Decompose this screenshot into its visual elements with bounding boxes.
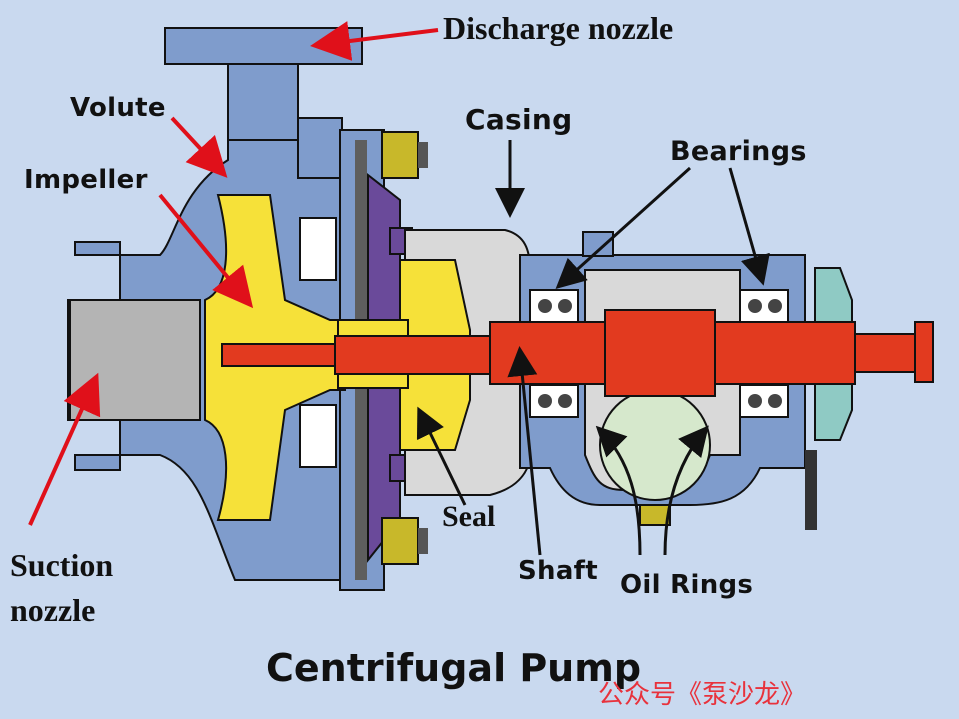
shaft <box>221 309 934 397</box>
label-seal: Seal <box>442 500 496 533</box>
watermark: 公众号《泵沙龙》 <box>598 680 807 710</box>
callout-arrows <box>28 21 770 556</box>
label-volute: Volute <box>70 93 166 123</box>
diagram-title: Centrifugal Pump <box>266 646 642 690</box>
label-impeller: Impeller <box>24 165 148 195</box>
suction-nozzle-bore <box>69 299 201 421</box>
label-suction-line1: Suction <box>10 547 114 583</box>
label-discharge-nozzle: Discharge nozzle <box>443 10 674 46</box>
label-bearings: Bearings <box>670 136 807 167</box>
label-shaft: Shaft <box>518 556 599 586</box>
bearings <box>529 289 789 418</box>
volute-pockets <box>299 217 337 468</box>
label-suction-line2: nozzle <box>10 592 96 628</box>
label-casing: Casing <box>465 103 573 136</box>
label-oil-rings: Oil Rings <box>620 570 754 600</box>
